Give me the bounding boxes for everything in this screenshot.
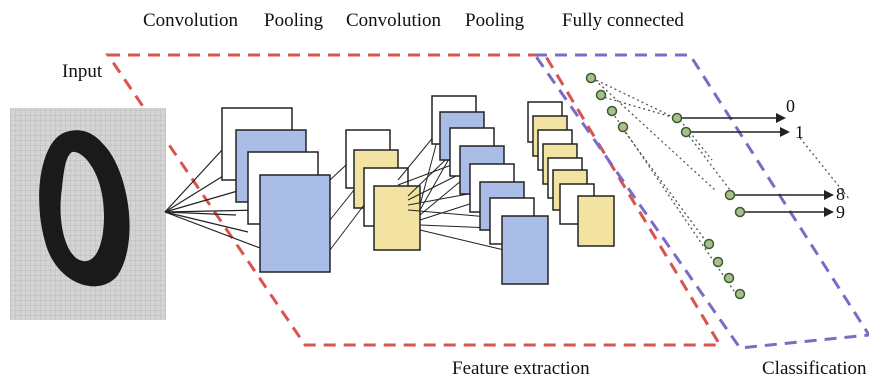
label-pooling-1: Pooling [264,10,324,31]
digit-zero [39,130,130,287]
pooling-layer-1 [345,129,421,251]
label-convolution-2: Convolution [346,10,442,31]
fc-connections [591,77,851,295]
input-connections [164,149,261,249]
fully-connected-neurons [585,72,746,300]
classification-region [532,53,869,350]
label-convolution-1: Convolution [143,10,239,31]
conv-layer-1 [221,107,331,273]
feature-extraction-region [105,53,723,347]
input-image [10,108,166,320]
output-label-1: 1 [795,122,804,142]
label-classification: Classification [762,358,867,379]
output-label-9: 9 [836,202,845,222]
conv-layer-2 [431,95,549,285]
pooling-layer-2 [527,101,615,247]
label-feature-extraction: Feature extraction [452,358,590,379]
label-pooling-2: Pooling [465,10,525,31]
output-label-0: 0 [786,96,795,116]
output-label-8: 8 [836,184,845,204]
output-neurons [671,112,834,218]
label-input: Input [62,61,103,82]
label-fully-connected: Fully connected [562,10,684,31]
